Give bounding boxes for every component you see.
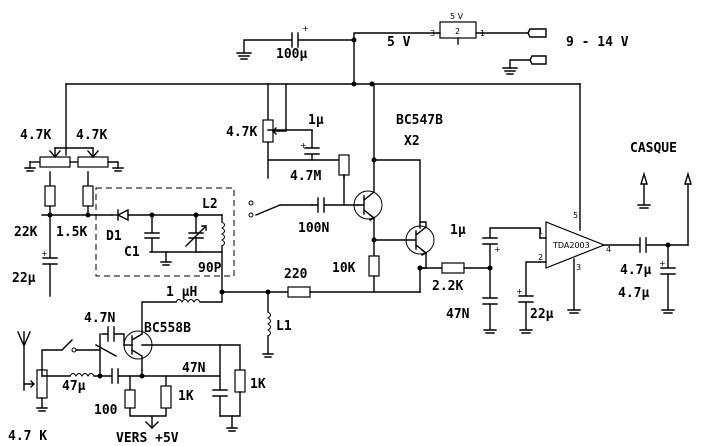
label-r-1-5k: 1.5K [56,225,87,240]
label-ic-pin1: 1 [538,227,543,236]
svg-text:+: + [41,249,48,258]
amplifier-icon [545,221,606,269]
input-pots: + [24,83,124,297]
label-l1: L1 [276,319,292,334]
amplifier-section: + + + [441,83,692,334]
headphone-jack-icon [640,171,648,206]
label-ic-pin2: 2 [538,253,543,262]
label-ic-tda: TDA2003 [552,241,590,250]
svg-text:+: + [516,287,523,296]
terminal-icon [527,28,547,38]
svg-text:+: + [659,259,666,268]
label-reg-pin1: 1 [480,29,485,38]
label-c-47n-bottom: 47N [182,361,206,376]
label-reg-pin2: 2 [455,27,460,36]
label-c-90p: 90P [198,261,222,276]
label-r-10k: 10K [332,261,356,276]
label-ic-pin3: 3 [576,263,581,272]
label-l2: L2 [202,197,218,212]
label-r-4-7k-bottom: 4.7 K [8,429,47,444]
label-c1: C1 [124,245,140,260]
label-v-in: 9 - 14 V [566,35,629,50]
label-v5: 5 V [387,35,411,50]
tuned-circuit [95,187,313,277]
label-q-x2: X2 [404,134,420,149]
label-c-47n-amp: 47N [446,307,470,322]
label-r-1k-b: 1K [250,377,266,392]
label-vers-5v: VERS +5V [116,431,179,446]
diode-icon [116,208,129,222]
label-ind-1uh: 1 µH [166,285,197,300]
label-r-22k: 22K [14,225,38,240]
label-ind-47u: 47µ [62,379,86,394]
supply-section: + [65,21,581,87]
label-c-100n: 100N [298,221,329,236]
label-c-supply: 100µ [276,47,307,62]
label-c-out1: 4.7µ [620,263,651,278]
label-reg-top: 5 V [450,12,464,21]
label-ic-pin4: 4 [606,245,611,254]
label-r-pot-left2: 4.7K [76,128,107,143]
label-r-pot-left: 4.7K [20,128,51,143]
label-c-22u-amp: 22µ [530,307,554,322]
label-c-4-7n-top: 4.7N [84,311,115,326]
label-r-220: 220 [284,267,308,282]
coil-icon [221,221,225,247]
component-labels: 100µ 5 V 9 - 14 V 5 V 3 2 1 4.7K 1µ 4.7M… [8,12,677,446]
label-c-mid: 1µ [308,113,324,128]
label-casque: CASQUE [630,141,677,156]
svg-text:+: + [300,141,307,150]
svg-text:+: + [302,24,309,33]
rf-section [141,251,421,358]
label-c-100: 100 [94,403,118,418]
label-reg-pin3: 3 [430,29,435,38]
transistor-pair: + [262,83,443,293]
label-r-2-2k: 2.2K [432,279,463,294]
label-q-bc547: BC547B [396,113,443,128]
label-r-mid: 4.7M [290,169,321,184]
label-d1: D1 [106,229,122,244]
label-c-out2: 4.7µ [618,286,649,301]
transistor-icon [353,190,383,220]
svg-text:+: + [494,245,501,254]
label-ic-pin5: 5 [573,211,578,220]
label-c-1u-amp: 1µ [450,223,466,238]
label-c-22u-left: 22µ [12,271,36,286]
oscillator-section [17,326,246,432]
label-q-bc558: BC558B [144,321,191,336]
label-r-trim-mid: 4.7K [226,125,257,140]
label-r-1k-a: 1K [178,389,194,404]
